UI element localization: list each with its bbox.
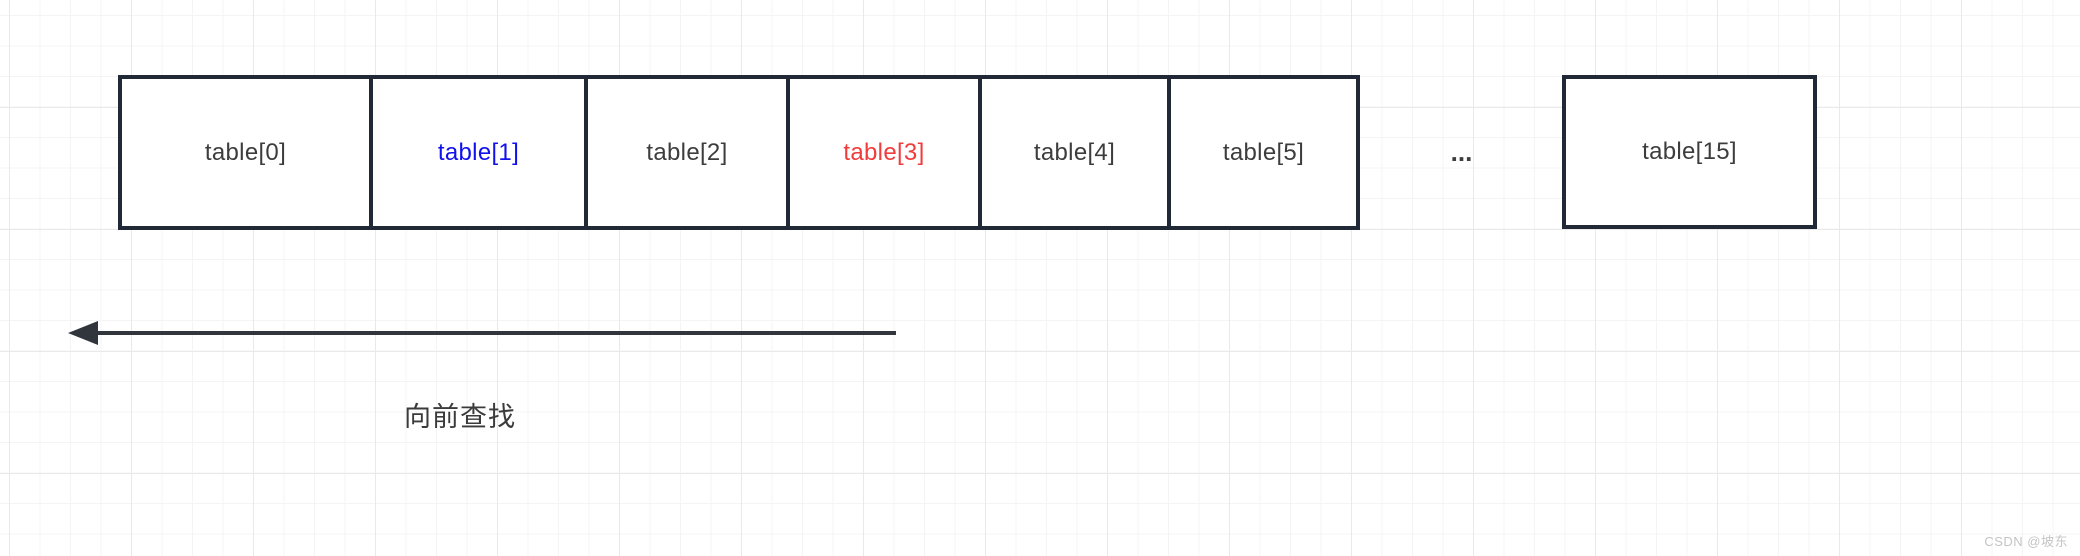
cell-label-table-1: table[1] — [437, 138, 520, 166]
array-cell-15: table[15] — [1562, 75, 1817, 229]
cell-label-table-2: table[2] — [646, 138, 728, 166]
array-cell-4: table[4] — [982, 79, 1171, 226]
array-cell-3: table[3] — [790, 79, 982, 226]
cell-label-table-15: table[15] — [1642, 138, 1737, 165]
cell-label-table-3: table[3] — [843, 138, 925, 166]
watermark: CSDN @坡东 — [1984, 534, 2068, 549]
array-cell-0: table[0] — [122, 79, 373, 226]
gap-ellipsis: ... — [1450, 137, 1473, 167]
arrow-label: 向前查找 — [404, 402, 516, 432]
cell-label-table-5: table[5] — [1222, 138, 1305, 166]
arrow-head-icon — [68, 321, 98, 345]
array-cell-5: table[5] — [1171, 79, 1356, 226]
cell-label-table-0: table[0] — [204, 138, 287, 166]
hash-table-array-row: table[0] table[1] table[2] table[3] tabl… — [118, 75, 1360, 230]
backward-search-arrow — [68, 321, 896, 345]
array-cell-2: table[2] — [588, 79, 790, 226]
cell-label-table-4: table[4] — [1033, 138, 1116, 166]
array-cell-1: table[1] — [373, 79, 588, 226]
